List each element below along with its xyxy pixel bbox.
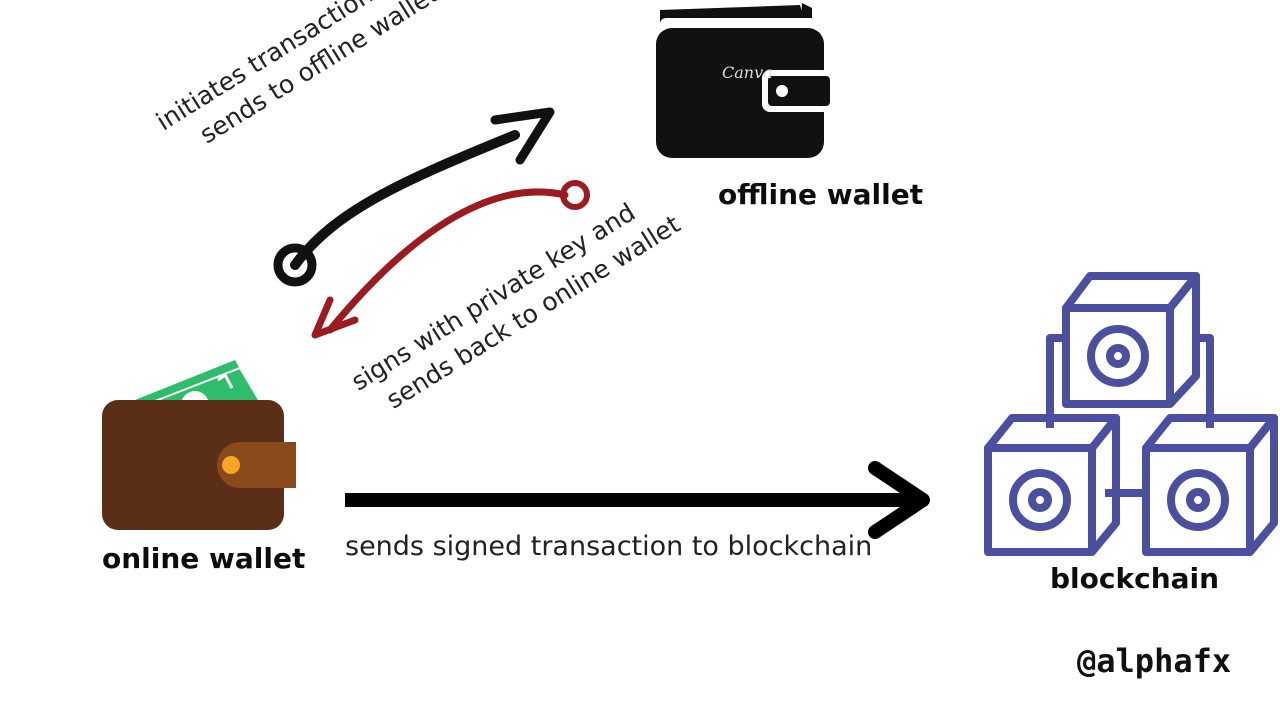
send-note: sends signed transaction to blockchain [345,531,873,562]
blockchain-icon [980,268,1280,563]
author-handle: @alphafx [1077,642,1232,680]
signs-arrow [300,170,600,350]
initiate-arrow [265,100,565,300]
send-arrow [345,460,945,540]
blockchain-label: blockchain [1050,562,1220,595]
online-wallet-label: online wallet [102,542,306,575]
offline-wallet-icon: Canva [650,0,840,165]
canva-watermark: Canva [722,63,773,82]
online-wallet-icon [100,350,300,535]
offline-wallet-label: offline wallet [718,178,924,211]
